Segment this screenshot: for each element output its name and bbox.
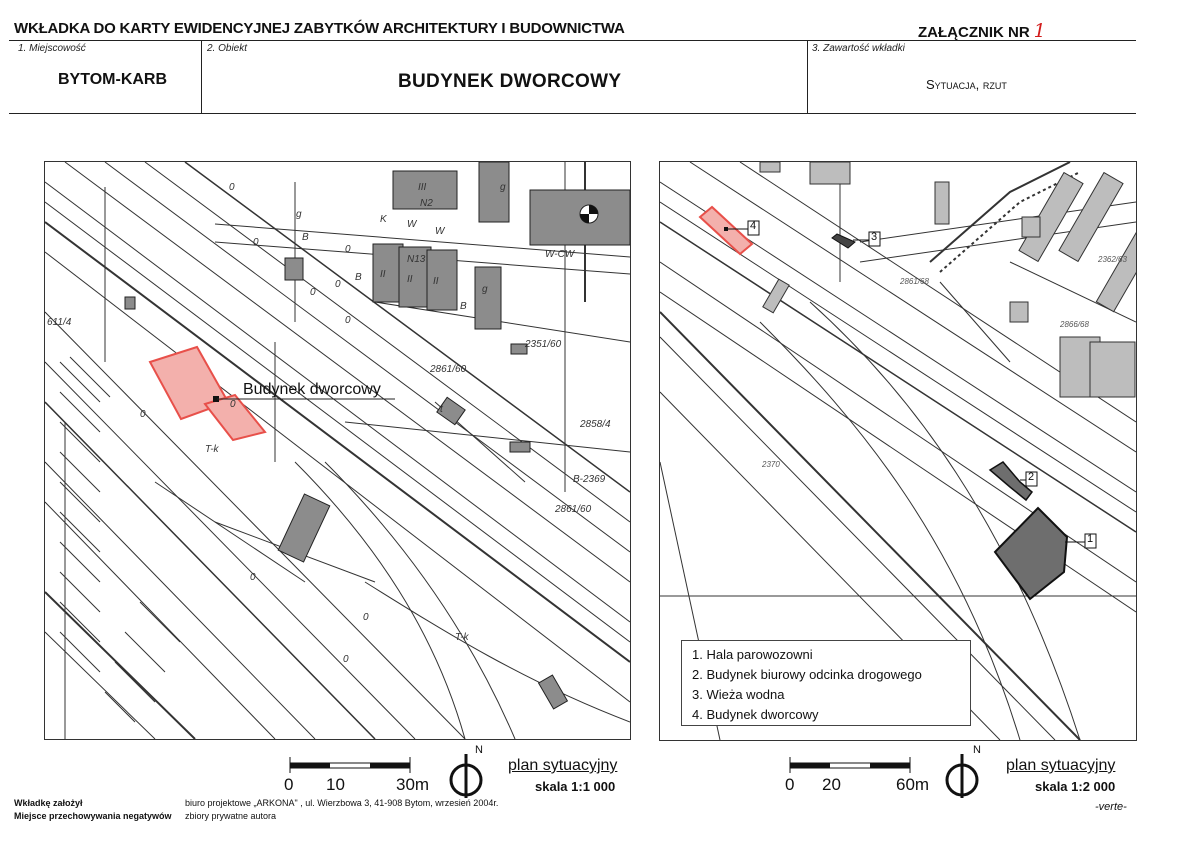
scalebar-2000 [789,757,911,773]
svg-text:B-2369: B-2369 [573,474,606,485]
header-divider-2 [807,40,808,113]
svg-text:II: II [380,269,386,280]
svg-text:611/4: 611/4 [47,317,72,328]
svg-text:T-k: T-k [455,632,470,643]
contents-label: 3. Zawartość wkładki [812,43,905,54]
verte-note: -verte- [1095,801,1127,813]
legend-item-4: 4. Budynek dworcowy [692,707,819,722]
svg-text:0: 0 [335,279,341,290]
svg-text:0: 0 [345,315,351,326]
svg-text:g: g [500,182,506,193]
plan-title-1000: plan sytuacyjny [508,757,618,774]
storage-label: Miejsce przechowywania negatywów [14,811,172,821]
svg-text:2858/4: 2858/4 [579,419,611,430]
object-value: BUDYNEK DWORCOWY [398,71,622,92]
svg-text:0: 0 [229,182,235,193]
storage-value: zbiory prywatne autora [185,811,277,821]
north-label: N [475,744,483,756]
svg-text:W: W [407,219,418,230]
site-plan-map-1000: 0 0 B 0 0 0 0 0 0 0 0 0 B B g g g III N2… [44,161,631,740]
locality-label: 1. Miejscowość [18,43,86,54]
svg-text:III: III [418,182,427,193]
founder-label-text: Wkładkę założył [14,798,83,808]
svg-text:2351/60: 2351/60 [524,339,562,350]
legend-item-1: 1. Hala parowozowni [692,647,813,662]
svg-text:N2: N2 [420,198,433,209]
header-divider-1 [201,40,202,113]
contents-value: Sytuacja, rzut [926,77,1007,92]
svg-text:K: K [380,214,388,225]
scalebar-2000-mid: 20 [822,775,841,794]
locality-value: BYTOM-KARB [58,71,168,88]
svg-text:B: B [355,272,362,283]
svg-text:II: II [407,274,413,285]
svg-text:2861/68: 2861/68 [899,277,929,286]
svg-text:0: 0 [250,572,256,583]
header-bottom-rule [9,113,1136,114]
svg-text:2370: 2370 [761,460,780,469]
svg-text:2861/60: 2861/60 [429,364,467,375]
scalebar-2000-zero: 0 [785,775,795,794]
north-arrow-icon [449,754,483,798]
svg-text:0: 0 [140,409,146,420]
north-arrow-icon [945,754,979,798]
scalebar-1000-zero: 0 [284,775,294,794]
scale-2000: skala 1:2 000 [1035,779,1116,794]
scale-1000: skala 1:1 000 [535,779,616,794]
plan-title-2000: plan sytuacyjny [1006,757,1116,774]
svg-text:0: 0 [345,244,351,255]
scalebar-1000 [289,757,411,773]
legend-item-3: 3. Wieża wodna [692,687,785,702]
storage-label-text: Miejsce przechowywania negatywów [14,811,172,821]
founder-value: biuro projektowe „ARKONA" , ul. Wierzbow… [185,798,499,808]
svg-text:II: II [433,276,439,287]
svg-text:0: 0 [253,237,259,248]
building-callout-label: Budynek dworcowy [243,381,381,398]
marker-4: 4 [750,220,757,232]
marker-3: 3 [871,231,878,243]
svg-text:W: W [435,226,446,237]
north-label: N [973,744,981,756]
svg-text:g: g [482,284,488,295]
site-plan-map-2000: 2362/63 2861/68 2866/68 2370 4 3 2 1 1. … [659,161,1137,741]
annex-number: 1 [1033,20,1046,42]
marker-2: 2 [1028,471,1035,483]
scalebar-1000-mid: 10 [326,775,345,794]
annex-label-text: ZAŁĄCZNIK NR [918,24,1030,41]
svg-text:B: B [460,301,467,312]
svg-text:0: 0 [310,287,316,298]
svg-text:t: t [440,404,444,415]
page-title: WKŁADKA DO KARTY EWIDENCYJNEJ ZABYTKÓW A… [14,20,625,37]
scalebar-2000-end: 60m [896,775,930,794]
site-plan-drawing: 0 0 B 0 0 0 0 0 0 0 0 0 B B g g g III N2… [45,162,630,739]
map-legend: 1. Hala parowozowni 2. Budynek biurowy o… [681,640,971,726]
object-label: 2. Obiekt [207,43,248,54]
svg-text:0: 0 [343,654,349,665]
legend-item-2: 2. Budynek biurowy odcinka drogowego [692,667,922,682]
svg-text:0: 0 [363,612,369,623]
marker-1: 1 [1087,533,1094,545]
founder-label: Wkładkę założył [14,798,83,808]
scalebar-1000-end: 30m [396,775,430,794]
svg-text:2866/68: 2866/68 [1059,320,1089,329]
svg-text:B: B [302,232,309,243]
svg-text:0: 0 [230,399,236,410]
svg-text:T-k: T-k [205,444,220,455]
svg-text:2861/60: 2861/60 [554,504,592,515]
header-top-rule [9,40,1136,41]
svg-text:W-CW: W-CW [545,249,576,260]
svg-text:2362/63: 2362/63 [1097,255,1127,264]
svg-text:g: g [296,209,302,220]
svg-text:N13: N13 [407,254,426,265]
